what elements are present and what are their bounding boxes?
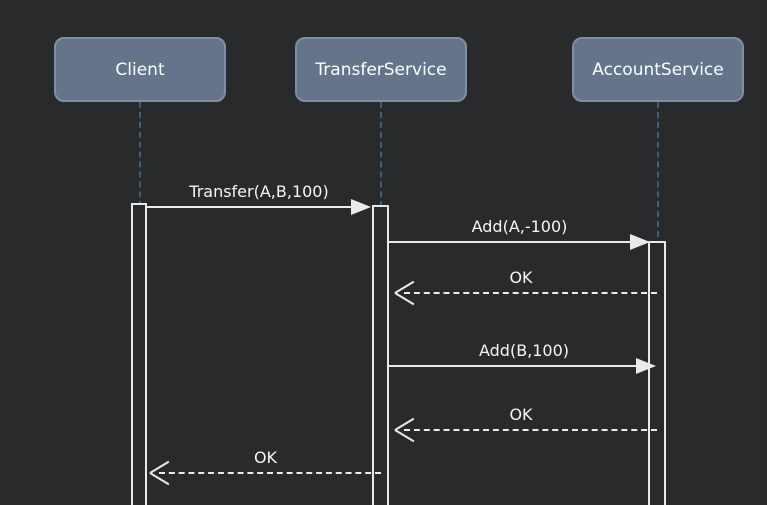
activation-bar-transferservice xyxy=(372,205,389,505)
arrowhead-solid-icon xyxy=(351,199,371,215)
message-line-ok-2 xyxy=(404,429,657,431)
activation-bar-client xyxy=(131,203,147,505)
message-line-transfer xyxy=(147,206,355,208)
arrowhead-solid-icon xyxy=(636,358,656,374)
participant-box-transferservice: TransferService xyxy=(295,37,467,102)
message-line-ok-1 xyxy=(404,292,657,294)
arrowhead-open-icon xyxy=(394,429,415,443)
participant-box-client: Client xyxy=(54,37,226,102)
message-label-ok-1: OK xyxy=(509,268,533,287)
message-label-add-b: Add(B,100) xyxy=(478,341,570,360)
message-line-add-a xyxy=(389,241,634,243)
participant-label-transferservice: TransferService xyxy=(315,59,447,80)
message-label-add-a: Add(A,-100) xyxy=(471,217,568,236)
message-line-add-b xyxy=(389,365,640,367)
message-label-transfer: Transfer(A,B,100) xyxy=(189,182,329,201)
participant-label-accountservice: AccountService xyxy=(592,59,724,80)
message-line-ok-3 xyxy=(159,472,381,474)
arrowhead-solid-icon xyxy=(630,234,650,250)
message-label-ok-3: OK xyxy=(253,448,278,467)
participant-box-accountservice: AccountService xyxy=(572,37,744,102)
message-label-ok-2: OK xyxy=(509,405,533,424)
arrowhead-open-icon xyxy=(149,472,170,486)
participant-label-client: Client xyxy=(115,59,165,80)
arrowhead-open-icon xyxy=(394,292,415,306)
